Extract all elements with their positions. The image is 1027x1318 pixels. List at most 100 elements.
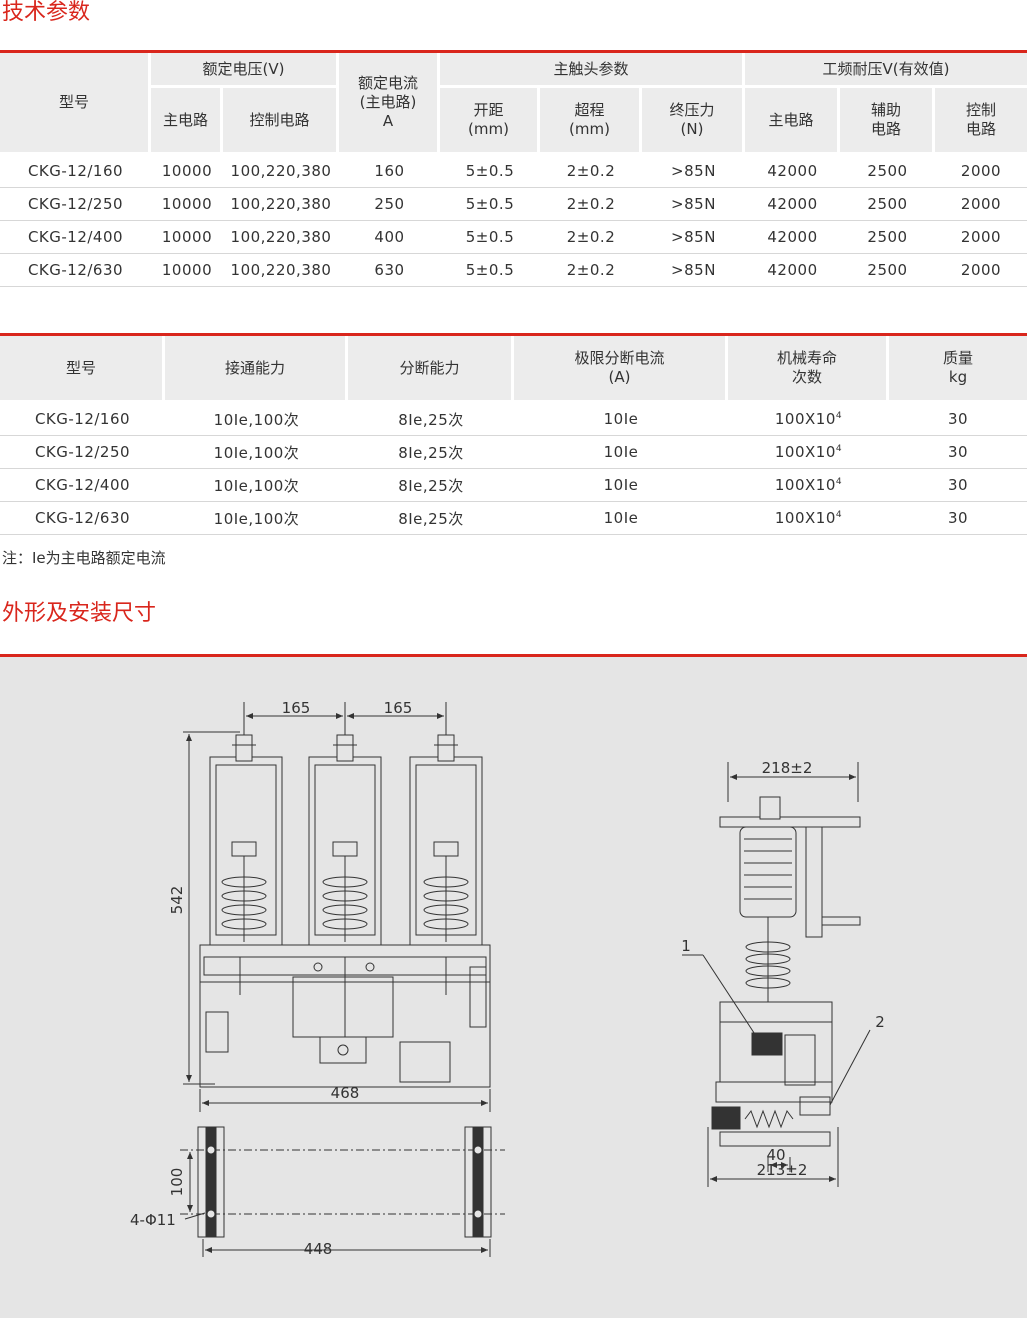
table-cell: 100,220,380 (223, 221, 339, 254)
life-base: 100X10 (774, 476, 836, 494)
table-cell: 2500 (840, 221, 935, 254)
header-text: (mm) (468, 120, 509, 138)
table-cell: 5±0.5 (440, 221, 540, 254)
table-cell: 2±0.2 (540, 254, 642, 287)
table-cell: 100,220,380 (223, 155, 339, 188)
header-withstand-aux: 辅助 电路 (840, 88, 935, 155)
table-cell: 2000 (935, 188, 1027, 221)
table-cell: 250 (339, 188, 440, 221)
table-cell: 100X104 (728, 436, 889, 469)
table-cell: CKG-12/250 (0, 188, 151, 221)
table-cell: 42000 (745, 188, 840, 221)
table-cell: 10000 (151, 221, 223, 254)
table-cell: 8Ie,25次 (348, 436, 514, 469)
table-cell: 2±0.2 (540, 188, 642, 221)
table-cell: 400 (339, 221, 440, 254)
table-cell: 100X104 (728, 469, 889, 502)
life-exponent: 4 (835, 477, 843, 487)
table-cell: 2500 (840, 254, 935, 287)
table-cell: 10Ie (514, 469, 728, 502)
table-cell: 5±0.5 (440, 254, 540, 287)
divider-red (0, 654, 1027, 657)
tech-params-heading: 技术参数 (2, 0, 91, 25)
table-cell: 10000 (151, 155, 223, 188)
header-text: 机械寿命 (776, 349, 837, 367)
dim-468: 468 (331, 1084, 360, 1102)
life-base: 100X10 (774, 443, 836, 461)
table-cell: CKG-12/400 (0, 221, 151, 254)
table-cell: 10Ie,100次 (165, 436, 348, 469)
header-text: 极限分断电流 (574, 349, 665, 367)
dimensions-heading: 外形及安装尺寸 (2, 601, 157, 626)
header-text: 电路 (965, 120, 996, 138)
header-rated-voltage: 额定电压(V) (151, 53, 339, 88)
header-text: 次数 (791, 368, 822, 386)
header-text: (主电路) (359, 93, 417, 111)
table-cell: CKG-12/630 (0, 502, 165, 535)
dim-542: 542 (168, 886, 186, 915)
header-rated-current: 额定电流 (主电路) A (339, 53, 440, 155)
table-cell: 100X104 (728, 403, 889, 436)
table-cell: 42000 (745, 254, 840, 287)
table-cell: 2000 (935, 254, 1027, 287)
table-cell: CKG-12/400 (0, 469, 165, 502)
table-cell: 42000 (745, 155, 840, 188)
mounting-view (180, 1126, 505, 1257)
divider-red (0, 50, 1027, 53)
header-withstand-control: 控制 电路 (935, 88, 1027, 155)
footnote: 注：Ie为主电路额定电流 (2, 549, 166, 567)
dim-218: 218±2 (762, 759, 813, 777)
table-cell: 2000 (935, 155, 1027, 188)
table-cell: 5±0.5 (440, 188, 540, 221)
table-cell: CKG-12/160 (0, 403, 165, 436)
header-text: 质量 (942, 349, 973, 367)
dimension-drawing-panel: 165 165 542 468 100 4-Φ11 448 218±2 40 2… (0, 657, 1027, 1318)
table-cell: >85N (642, 221, 745, 254)
header-text: 电路 (870, 120, 901, 138)
life-exponent: 4 (835, 411, 843, 421)
header-making-capacity: 接通能力 (165, 336, 348, 403)
table-cell: CKG-12/250 (0, 436, 165, 469)
table-cell: 100,220,380 (223, 254, 339, 287)
header-text: 终压力 (669, 101, 715, 119)
table-cell: 10Ie (514, 403, 728, 436)
header-gap: 开距 (mm) (440, 88, 540, 155)
table-cell: 10Ie (514, 436, 728, 469)
header-final-pressure: 终压力 (N) (642, 88, 745, 155)
callout-1: 1 (681, 937, 691, 955)
side-view (682, 762, 871, 1187)
table-cell: 30 (889, 436, 1027, 469)
table-cell: 2±0.2 (540, 221, 642, 254)
table-cell: 10Ie,100次 (165, 469, 348, 502)
header-text: 辅助 (870, 101, 901, 119)
dim-4-holes: 4-Φ11 (130, 1211, 176, 1229)
dim-165-left: 165 (282, 699, 311, 717)
header-voltage-control: 控制电路 (223, 88, 339, 155)
table-cell: 8Ie,25次 (348, 502, 514, 535)
header-text: kg (948, 368, 968, 386)
table-cell: 100,220,380 (223, 188, 339, 221)
table-cell: 2000 (935, 221, 1027, 254)
table-cell: 10Ie,100次 (165, 502, 348, 535)
life-base: 100X10 (774, 410, 836, 428)
performance-table: 型号 接通能力 分断能力 极限分断电流 (A) 机械寿命 次数 质量 kg CK… (0, 336, 1027, 535)
table-cell: CKG-12/630 (0, 254, 151, 287)
table-cell: 5±0.5 (440, 155, 540, 188)
table-cell: 30 (889, 469, 1027, 502)
table-cell: 2500 (840, 188, 935, 221)
header-text: 超程 (574, 101, 605, 119)
tech-params-table: 型号 额定电压(V) 额定电流 (主电路) A 主触头参数 工频耐压V(有效值)… (0, 53, 1027, 287)
header-text: 控制 (965, 101, 996, 119)
table-cell: 42000 (745, 221, 840, 254)
table-cell: 630 (339, 254, 440, 287)
header-mechanical-life: 机械寿命 次数 (728, 336, 889, 403)
dim-100: 100 (168, 1168, 186, 1197)
header-overtravel: 超程 (mm) (540, 88, 642, 155)
table-cell: 100X104 (728, 502, 889, 535)
table-cell: CKG-12/160 (0, 155, 151, 188)
